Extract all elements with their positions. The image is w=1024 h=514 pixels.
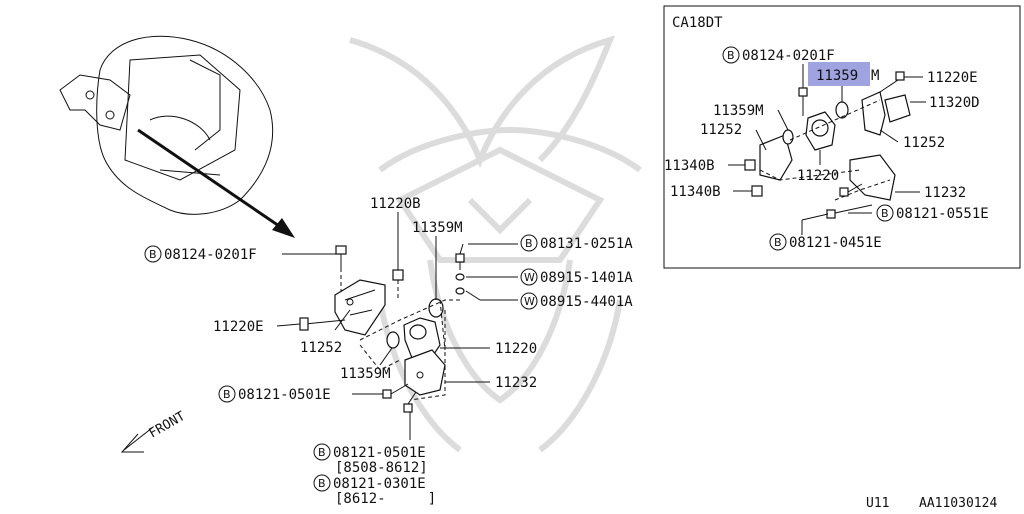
part-11220B[interactable]: 11220B (370, 196, 421, 212)
part-11252[interactable]: 11252 (300, 340, 342, 356)
svg-text:B: B (223, 388, 231, 401)
date-range-1: [8508-8612] (335, 460, 428, 476)
part-08121-0301E[interactable]: 08121-0301E (333, 476, 426, 492)
part-11359M-bottom[interactable]: 11359M (340, 366, 391, 382)
part-08121-0501E-a[interactable]: 08121-0501E (238, 387, 331, 403)
badge-w-4401A: W (520, 292, 538, 310)
part-11220E[interactable]: 11220E (213, 319, 264, 335)
inset-11359M-highlight-suffix: M (871, 68, 879, 84)
badge-b-0501E-b: B (313, 443, 331, 461)
svg-text:B: B (881, 207, 889, 220)
inset-part-11340B-bottom[interactable]: 11340B (670, 184, 721, 200)
badge-b-08131: B (520, 234, 538, 252)
svg-text:B: B (727, 49, 735, 62)
badge-w-1401A: W (520, 268, 538, 286)
front-arrow-icon (120, 427, 153, 453)
svg-text:W: W (524, 271, 535, 284)
inset-part-11320D[interactable]: 11320D (929, 95, 980, 111)
badge-b-0501E-a: B (218, 385, 236, 403)
inset-part-11252-left[interactable]: 11252 (700, 122, 742, 138)
front-label: FRONT (147, 409, 189, 442)
svg-text:B: B (318, 477, 326, 490)
inset-part-08121-0551E[interactable]: 08121-0551E (896, 206, 989, 222)
footer-code: AA11030124 (919, 496, 997, 510)
inset-badge-b-1: B (722, 46, 740, 64)
svg-text:B: B (318, 446, 326, 459)
part-11359M-top[interactable]: 11359M (412, 220, 463, 236)
part-08131-0251A[interactable]: 08131-0251A (540, 236, 633, 252)
svg-text:B: B (525, 237, 533, 250)
main-leaders (276, 212, 518, 440)
pointer-arrow (137, 128, 295, 238)
inset-leaders (728, 64, 926, 235)
footer-section: U11 (866, 496, 889, 510)
inset-part-08124-0201F[interactable]: 08124-0201F (742, 48, 835, 64)
inset-part-11252-right[interactable]: 11252 (903, 135, 945, 151)
engine-sketch (59, 35, 274, 215)
part-08124-0201F[interactable]: 08124-0201F (164, 247, 257, 263)
highlight-11359M (808, 62, 870, 86)
date-range-2: [8612- ] (335, 491, 436, 507)
inset-box (663, 5, 1021, 269)
svg-text:B: B (149, 248, 157, 261)
part-11232[interactable]: 11232 (495, 375, 537, 391)
inset-part-11220E[interactable]: 11220E (927, 70, 978, 86)
inset-badge-b-3: B (769, 233, 787, 251)
inset-title: CA18DT (672, 15, 723, 31)
inset-part-11232[interactable]: 11232 (924, 185, 966, 201)
svg-text:W: W (524, 295, 535, 308)
badge-b-08124: B (144, 245, 162, 263)
part-11220[interactable]: 11220 (495, 341, 537, 357)
badge-b-0301E: B (313, 474, 331, 492)
part-08915-1401A[interactable]: 08915-1401A (540, 270, 633, 286)
inset-badge-b-2: B (876, 204, 894, 222)
part-08915-4401A[interactable]: 08915-4401A (540, 294, 633, 310)
part-08121-0501E-b[interactable]: 08121-0501E (333, 445, 426, 461)
inset-part-11359M[interactable]: 11359M (713, 103, 764, 119)
inset-part-08121-0451E[interactable]: 08121-0451E (789, 235, 882, 251)
inset-part-11340B-top[interactable]: 11340B (664, 158, 715, 174)
inset-part-11220[interactable]: 11220 (797, 168, 839, 184)
inset-11359M-highlight-number[interactable]: 11359 (816, 68, 858, 84)
inset-mount-assembly (744, 71, 911, 219)
svg-text:B: B (774, 236, 782, 249)
